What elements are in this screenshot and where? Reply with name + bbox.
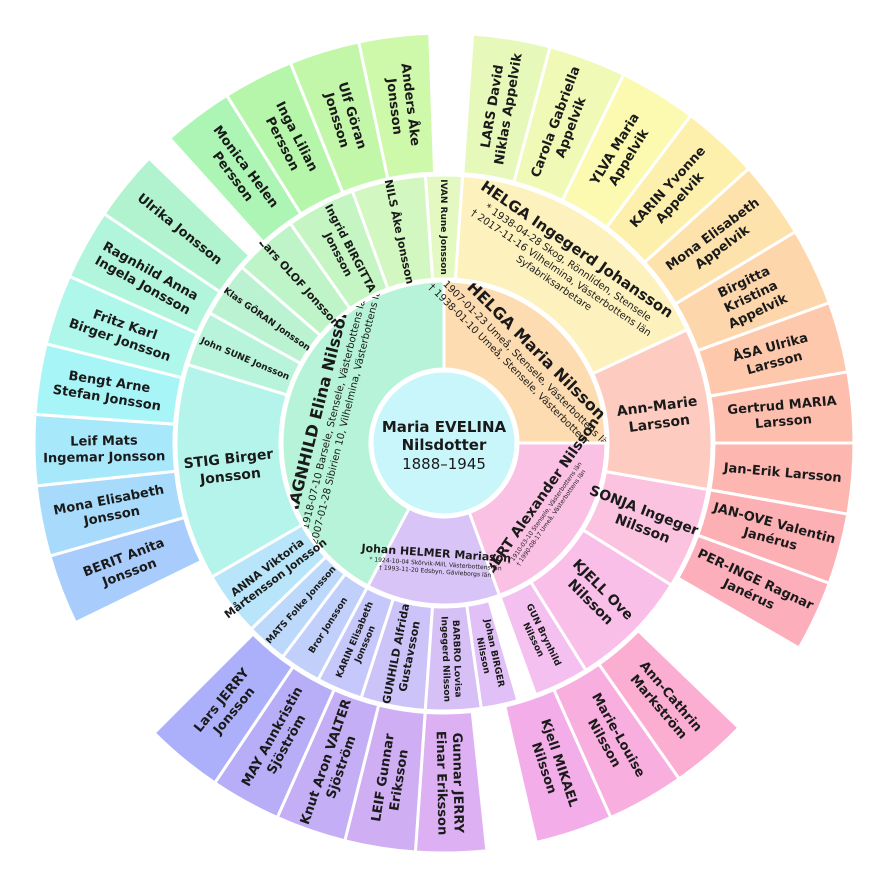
root-person[interactable]: Maria EVELINA Nilsdotter 1888–1945 xyxy=(370,369,518,517)
person-segment[interactable] xyxy=(359,597,435,712)
person-segment[interactable] xyxy=(356,31,437,181)
root-person-name: Maria EVELINA xyxy=(382,418,507,436)
person-segment[interactable] xyxy=(174,362,305,580)
person-segment[interactable] xyxy=(675,533,832,651)
person-segment[interactable] xyxy=(102,156,252,295)
person-segment[interactable] xyxy=(590,327,714,492)
person-name-line: Larsson xyxy=(754,412,812,432)
person-name-line: IVAN Rune Jonsson xyxy=(438,179,448,275)
person-segment[interactable] xyxy=(288,189,390,311)
root-person-surname: Nilsdotter xyxy=(402,436,487,454)
person-name-line: Einar Eriksson xyxy=(433,731,450,836)
person-name-line: Ingemar Jonsson xyxy=(43,449,165,466)
person-segment[interactable] xyxy=(249,554,348,660)
person-segment[interactable] xyxy=(350,174,435,291)
person-segment[interactable] xyxy=(453,174,689,376)
person-ragnhild[interactable]: RAGNHILD Elina Nilsson* 1918-07-10 Barse… xyxy=(274,275,446,589)
person-segment[interactable] xyxy=(209,522,329,632)
person-segment[interactable] xyxy=(280,571,370,682)
person-segment[interactable] xyxy=(498,580,589,697)
person-name-line: Larsson xyxy=(628,412,691,436)
person-segment[interactable] xyxy=(465,598,520,711)
person-segment[interactable] xyxy=(151,631,296,785)
person-john[interactable]: John SUNE Jonsson xyxy=(185,311,303,397)
person-name-line: Jonsson xyxy=(198,465,261,488)
person-label: IVAN Rune Jonsson xyxy=(438,179,448,275)
person-helmer[interactable]: Johan HELMER Mariason* 1924-10-04 Skörvi… xyxy=(359,506,512,607)
person-segment[interactable] xyxy=(467,441,608,598)
root-person-years: 1888–1945 xyxy=(402,455,486,473)
person-segment[interactable] xyxy=(423,603,483,713)
person-segment[interactable] xyxy=(365,506,502,607)
person-segment[interactable] xyxy=(316,585,396,700)
person-segment[interactable] xyxy=(581,469,710,588)
person-segment[interactable] xyxy=(502,687,613,845)
person-name-line: Leif Mats xyxy=(70,433,138,449)
person-name-line: Gunnar JERRY xyxy=(449,732,466,833)
person-nils[interactable]: NILS Åke Jonsson xyxy=(350,174,435,291)
person-segment[interactable] xyxy=(185,311,303,397)
person-segment[interactable] xyxy=(528,527,674,673)
person-segment[interactable] xyxy=(239,221,353,338)
person-segment[interactable] xyxy=(207,265,323,366)
person-name-line: Jonsson xyxy=(383,77,405,136)
person-segment[interactable] xyxy=(280,279,446,589)
person-name-line: Ingegerd Nilsson xyxy=(438,616,451,702)
person-segment[interactable] xyxy=(442,279,608,445)
person-name-line: BARBRO Lovisa xyxy=(450,620,463,698)
root-person-circle[interactable] xyxy=(370,369,518,517)
